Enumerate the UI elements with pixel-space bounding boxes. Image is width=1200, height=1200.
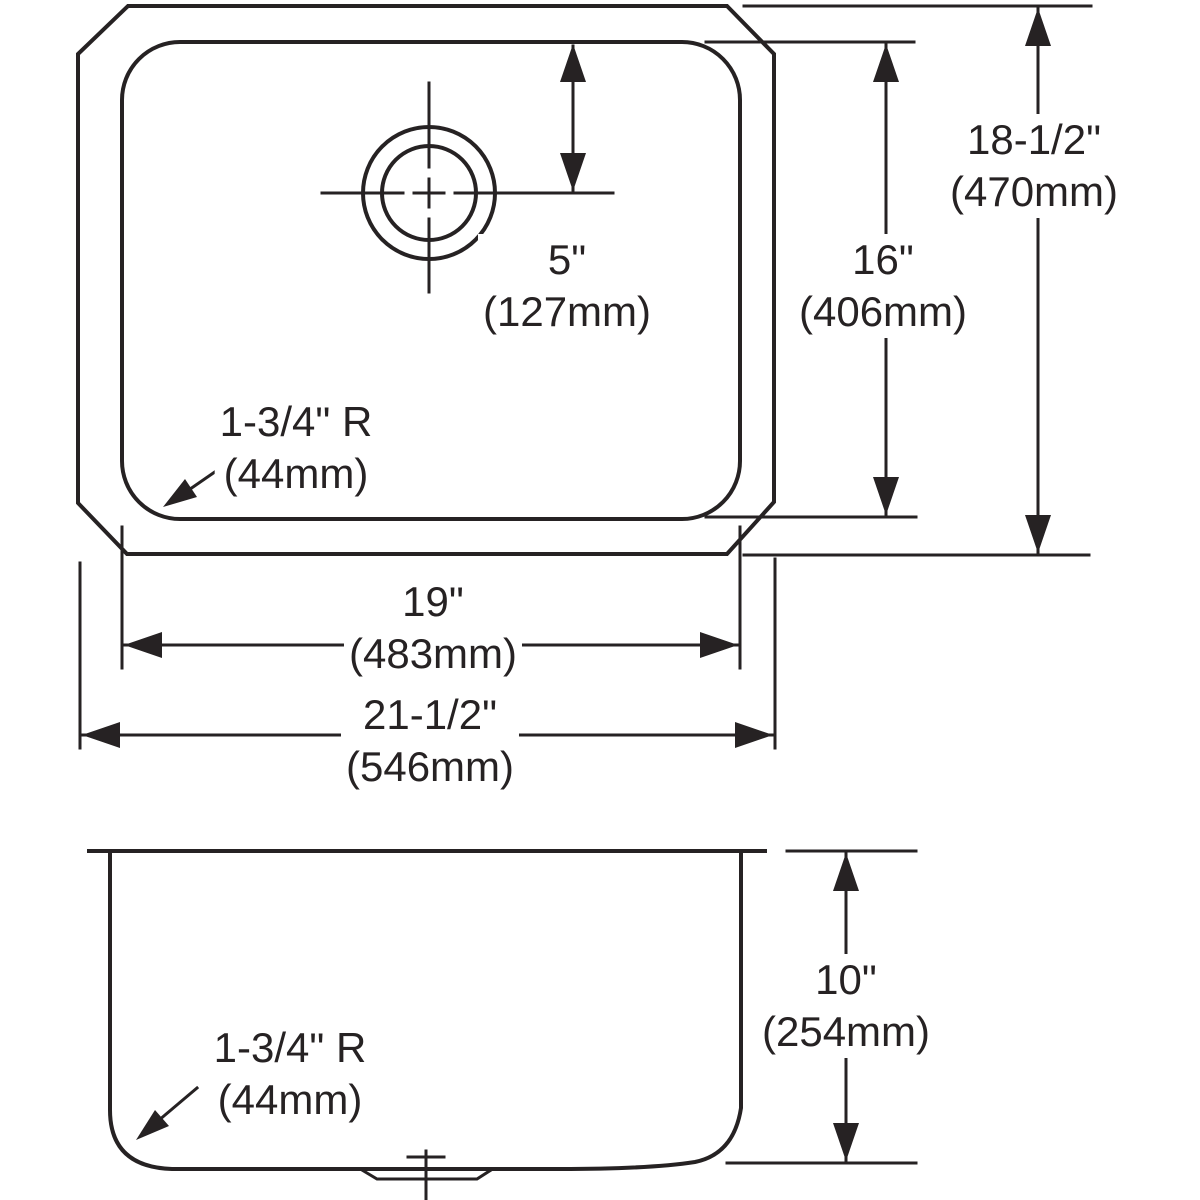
arrowhead-left-icon (82, 722, 120, 748)
radius-side-mm: (44mm) (217, 1076, 363, 1123)
arrowhead-down-icon (560, 153, 586, 191)
label-overall-depth: 18-1/2" (470mm) (944, 114, 1124, 218)
radius-top-mm: (44mm) (223, 450, 369, 497)
overall-depth-inches: 18-1/2" (967, 116, 1101, 163)
label-overall-width: 21-1/2" (546mm) (340, 689, 520, 793)
label-bowl-height: 10" (254mm) (756, 954, 936, 1058)
arrowhead-up-icon (1025, 8, 1051, 46)
radius-callout-top (163, 464, 225, 507)
label-bowl-depth: 16" (406mm) (793, 234, 973, 338)
label-radius-side: 1-3/4" R (44mm) (208, 1022, 372, 1126)
arrowhead-up-icon (560, 44, 586, 82)
top-view (76, 4, 1093, 750)
hole-offset-inches: 5" (547, 236, 587, 283)
arrowhead-down-icon (873, 477, 899, 515)
arrowhead-down-icon (833, 1123, 859, 1161)
bowl-width-inches: 19" (402, 578, 464, 625)
arrowhead-right-icon (735, 722, 773, 748)
radius-top-inches: 1-3/4" R (219, 398, 373, 445)
arrowhead-left-icon (124, 632, 162, 658)
label-hole-offset: 5" (127mm) (477, 234, 657, 338)
label-bowl-width: 19" (483mm) (343, 576, 523, 680)
arrowhead-right-icon (700, 632, 738, 658)
side-bowl-profile (108, 849, 743, 1171)
bowl-width-mm: (483mm) (348, 630, 518, 677)
bowl-depth-inches: 16" (852, 236, 914, 283)
side-view (87, 849, 918, 1200)
bowl-depth-mm: (406mm) (798, 288, 968, 335)
arrowhead-up-icon (873, 44, 899, 82)
bowl-height-inches: 10" (815, 956, 877, 1003)
radius-side-inches: 1-3/4" R (213, 1024, 367, 1071)
arrowhead-diagonal-icon (136, 1110, 169, 1140)
hole-offset-mm: (127mm) (482, 288, 652, 335)
sink-bowl-outline (120, 40, 742, 521)
drain-centerline-marks (320, 81, 615, 294)
bowl-height-mm: (254mm) (761, 1008, 931, 1055)
dim-hole-offset (560, 44, 586, 192)
arrowhead-diagonal-icon (163, 479, 197, 507)
arrowhead-up-icon (833, 853, 859, 891)
side-drain-centerline (406, 1149, 446, 1200)
overall-width-mm: (546mm) (345, 743, 515, 790)
overall-width-inches: 21-1/2" (363, 691, 497, 738)
radius-callout-side (136, 1085, 200, 1140)
label-radius-top: 1-3/4" R (44mm) (214, 396, 378, 500)
arrowhead-down-icon (1025, 515, 1051, 553)
sink-outer-rim-outline (76, 4, 776, 556)
dim-overall-depth (742, 4, 1093, 557)
overall-depth-mm: (470mm) (949, 168, 1119, 215)
